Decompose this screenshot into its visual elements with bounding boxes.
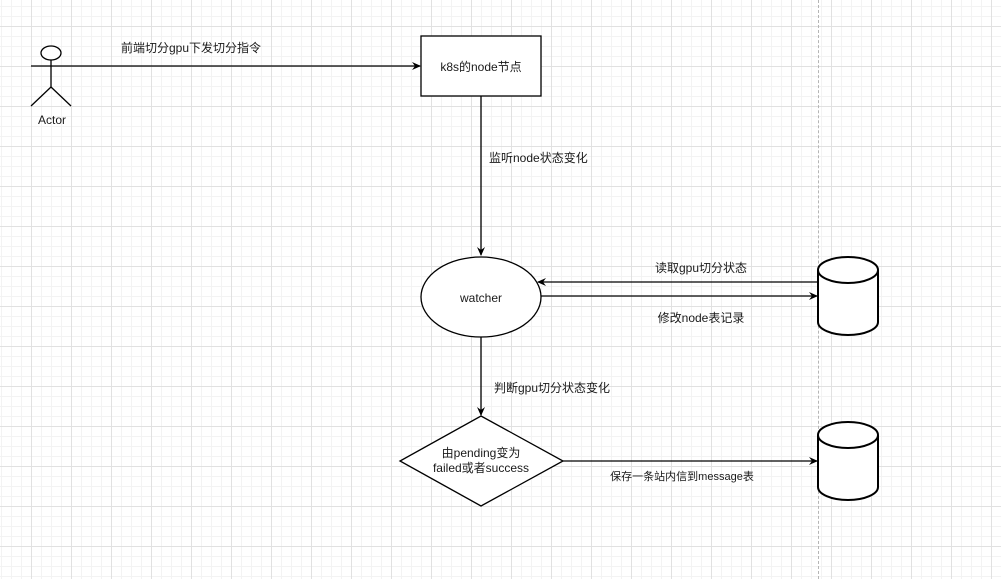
edge-label-decision-to-message-db: 保存一条站内信到message表 xyxy=(610,471,754,483)
database-cylinder-message-table[interactable] xyxy=(817,421,879,501)
k8s-node-box[interactable] xyxy=(420,35,542,97)
edge-label-k8s-to-watcher: 监听node状态变化 xyxy=(489,151,588,165)
actor-figure[interactable] xyxy=(30,45,72,107)
watcher-label: watcher xyxy=(459,291,503,305)
edge-label-watcher-to-db: 修改node表记录 xyxy=(657,311,745,325)
k8s-node-label: k8s的node节点 xyxy=(440,60,522,74)
decision-diamond[interactable] xyxy=(398,415,565,507)
decision-label-line1: 由pending变为 xyxy=(441,446,521,460)
edge-label-watcher-to-decision: 判断gpu切分状态变化 xyxy=(494,381,611,395)
decision-label-line2: failed或者success xyxy=(432,461,530,475)
actor-left-leg xyxy=(30,86,52,107)
actor-right-leg xyxy=(50,86,72,107)
edge-label-db-to-watcher: 读取gpu切分状态 xyxy=(654,261,748,275)
actor-label: Actor xyxy=(37,113,67,127)
database-cylinder-node-table[interactable] xyxy=(817,256,879,336)
actor-head xyxy=(40,45,62,61)
edge-label-actor-to-k8s: 前端切分gpu下发切分指令 xyxy=(120,41,262,55)
